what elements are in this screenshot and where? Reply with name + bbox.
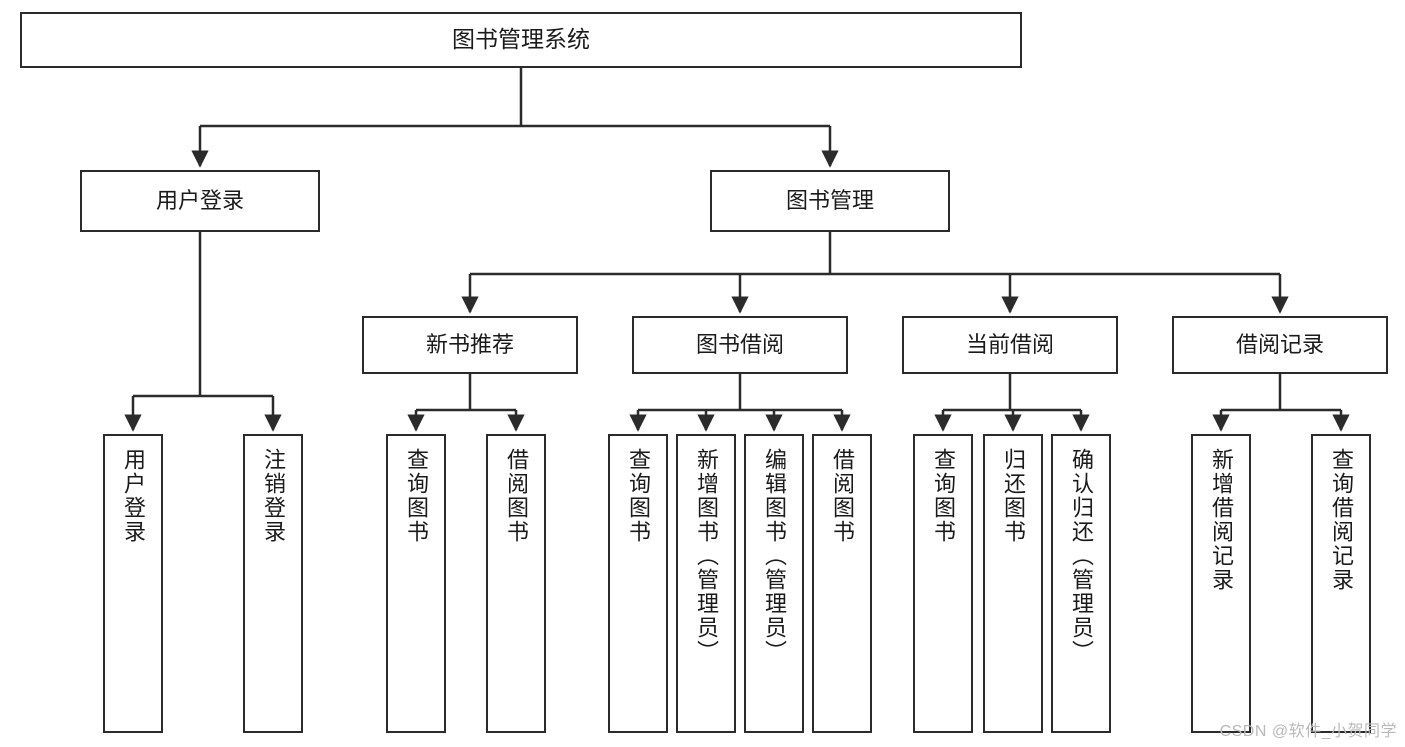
node-leaf-return-book-label: 归还图书 (1000, 448, 1026, 544)
node-leaf-query-record-label: 查询借阅记录 (1328, 448, 1354, 592)
node-leaf-query-book-3-label: 查询图书 (930, 448, 956, 544)
node-leaf-user-login-label: 用户登录 (120, 448, 146, 544)
node-leaf-add-record[interactable]: 新增借阅记录 (1191, 434, 1251, 733)
node-borrow-record-label: 借阅记录 (1235, 332, 1324, 358)
node-leaf-borrow-book-1[interactable]: 借阅图书 (486, 434, 546, 733)
watermark: CSDN @软件_小贺同学 (1219, 723, 1397, 740)
node-leaf-query-book-1[interactable]: 查询图书 (386, 434, 446, 733)
node-leaf-add-book[interactable]: 新增图书（管理员） (676, 434, 736, 733)
node-leaf-user-login[interactable]: 用户登录 (103, 434, 163, 733)
node-leaf-user-logout[interactable]: 注销登录 (243, 434, 303, 733)
node-leaf-borrow-book-2[interactable]: 借阅图书 (812, 434, 872, 733)
node-leaf-query-book-3[interactable]: 查询图书 (913, 434, 973, 733)
node-leaf-query-book-1-label: 查询图书 (403, 448, 429, 544)
node-leaf-return-book[interactable]: 归还图书 (983, 434, 1043, 733)
node-borrow-record[interactable]: 借阅记录 (1172, 316, 1388, 374)
node-root[interactable]: 图书管理系统 (20, 12, 1022, 68)
node-current-borrow-label: 当前借阅 (965, 332, 1054, 358)
node-leaf-query-book-2[interactable]: 查询图书 (608, 434, 668, 733)
node-leaf-user-logout-label: 注销登录 (260, 448, 286, 544)
node-leaf-confirm-return[interactable]: 确认归还（管理员） (1051, 434, 1111, 733)
node-leaf-add-record-label: 新增借阅记录 (1208, 448, 1234, 592)
node-book-manage-label: 图书管理 (785, 188, 874, 214)
node-book-borrow[interactable]: 图书借阅 (632, 316, 848, 374)
node-book-manage[interactable]: 图书管理 (710, 170, 950, 232)
node-book-borrow-label: 图书借阅 (695, 332, 784, 358)
node-leaf-add-book-label: 新增图书（管理员） (693, 448, 719, 664)
node-new-book-rec-label: 新书推荐 (425, 332, 514, 358)
node-leaf-edit-book-label: 编辑图书（管理员） (761, 448, 787, 664)
node-user-login-label: 用户登录 (155, 188, 244, 214)
node-user-login[interactable]: 用户登录 (80, 170, 320, 232)
node-leaf-query-record[interactable]: 查询借阅记录 (1311, 434, 1371, 733)
node-leaf-borrow-book-1-label: 借阅图书 (503, 448, 529, 544)
node-current-borrow[interactable]: 当前借阅 (902, 316, 1118, 374)
node-leaf-borrow-book-2-label: 借阅图书 (829, 448, 855, 544)
node-leaf-edit-book[interactable]: 编辑图书（管理员） (744, 434, 804, 733)
node-root-label: 图书管理系统 (452, 26, 590, 53)
node-leaf-query-book-2-label: 查询图书 (625, 448, 651, 544)
node-leaf-confirm-return-label: 确认归还（管理员） (1068, 448, 1094, 664)
node-new-book-rec[interactable]: 新书推荐 (362, 316, 578, 374)
